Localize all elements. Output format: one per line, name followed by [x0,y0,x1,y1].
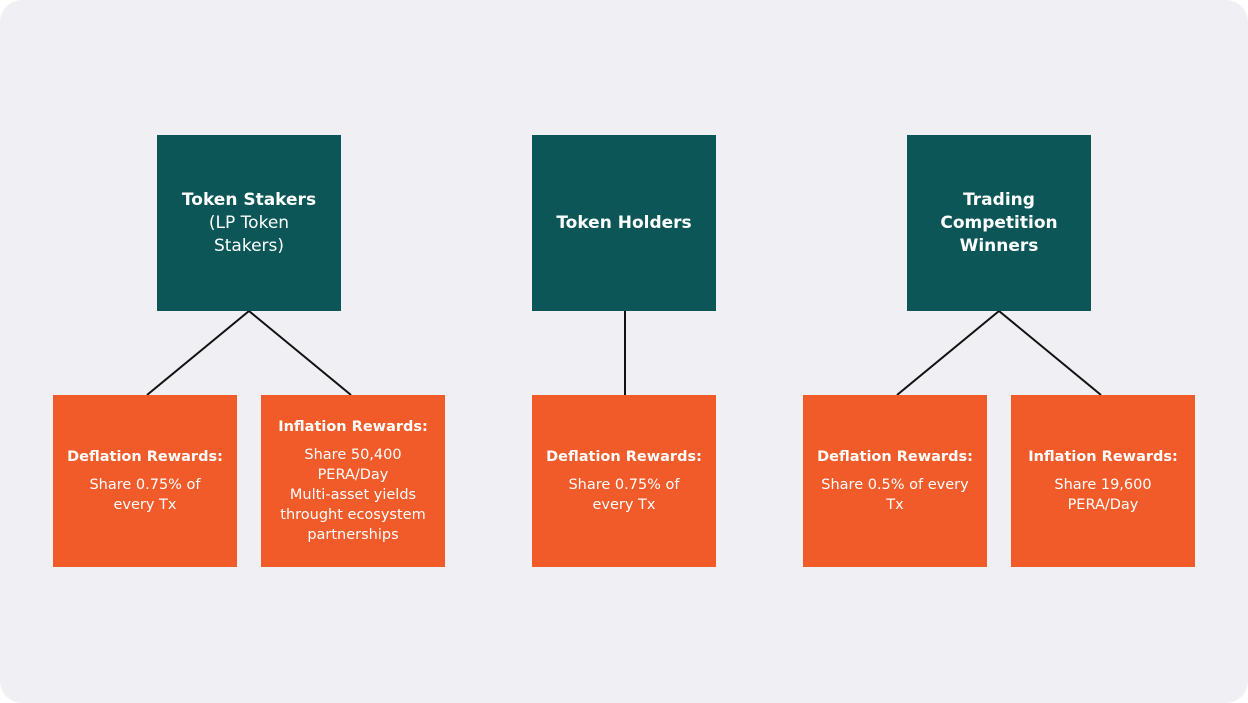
reward-heading: Deflation Rewards: [817,449,973,465]
reward-box-winners-deflation: Deflation Rewards: Share 0.5% of every T… [803,395,987,567]
reward-box-stakers-deflation: Deflation Rewards: Share 0.75% of every … [53,395,237,567]
group-title: Trading Competition Winners [940,189,1058,256]
reward-box-winners-inflation: Inflation Rewards: Share 19,600 PERA/Day [1011,395,1195,567]
reward-body: Share 0.75% of every Tx [568,477,680,513]
reward-body: Share 19,600 PERA/Day [1054,477,1152,513]
group-title: Token Stakers [181,189,317,210]
reward-heading: Inflation Rewards: [278,419,428,435]
reward-heading: Deflation Rewards: [67,449,223,465]
reward-body: Share 50,400 PERA/Day Multi-asset yields… [280,447,426,543]
reward-body: Share 0.5% of every Tx [821,477,969,513]
connector-stakers-deflation [146,310,250,396]
connector-stakers-inflation [248,310,352,396]
connector-winners-deflation [896,310,1000,396]
reward-box-stakers-inflation: Inflation Rewards: Share 50,400 PERA/Day… [261,395,445,567]
reward-heading: Deflation Rewards: [546,449,702,465]
reward-body: Share 0.75% of every Tx [89,477,201,513]
group-box-token-stakers: Token Stakers (LP Token Stakers) [157,135,341,311]
group-box-token-holders: Token Holders [532,135,716,311]
connector-winners-inflation [998,310,1102,396]
reward-box-holders-deflation: Deflation Rewards: Share 0.75% of every … [532,395,716,567]
reward-heading: Inflation Rewards: [1028,449,1178,465]
group-subtitle: (LP Token Stakers) [208,212,290,256]
group-title: Token Holders [556,212,692,233]
group-box-trading-competition-winners: Trading Competition Winners [907,135,1091,311]
